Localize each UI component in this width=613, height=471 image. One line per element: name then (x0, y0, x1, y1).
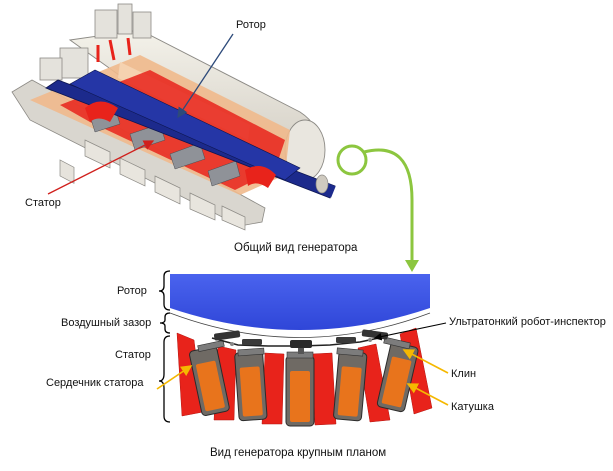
zoom-arrowhead (405, 260, 419, 272)
generator-cutaway-illustration (11, 3, 336, 231)
zoom-circle-marker (336, 144, 368, 176)
left-brackets (158, 270, 171, 423)
caption-close-up: Вид генератора крупным планом (210, 447, 387, 459)
label-wedge: Клин (451, 368, 477, 380)
label-robot: Ультратонкий робот-инспектор (449, 316, 606, 328)
stator-pointer-arrow (47, 140, 155, 195)
stator-core-callout-arrow (156, 365, 193, 390)
label-rotor-bracket: Ротор (117, 285, 147, 297)
robot-callout-arrow (373, 322, 447, 341)
wedge-callout-arrow (402, 349, 449, 374)
coil-callout-arrow (406, 383, 449, 406)
stator-wedges (197, 336, 411, 359)
label-stator-core: Сердечник статора (46, 377, 144, 389)
zoom-connector-arrow (363, 148, 414, 262)
rotor-block (170, 274, 430, 330)
air-gap-line (169, 312, 431, 338)
label-rotor-top: Ротор (236, 19, 266, 31)
label-air-gap: Воздушный зазор (61, 317, 152, 329)
caption-general-view: Общий вид генератора (234, 242, 358, 254)
rotor-pointer-arrow (177, 33, 234, 119)
label-coil: Катушка (451, 401, 494, 413)
stator-coils (189, 342, 419, 427)
label-stator-top: Статор (25, 197, 61, 209)
label-stator-bracket: Статор (115, 349, 151, 361)
